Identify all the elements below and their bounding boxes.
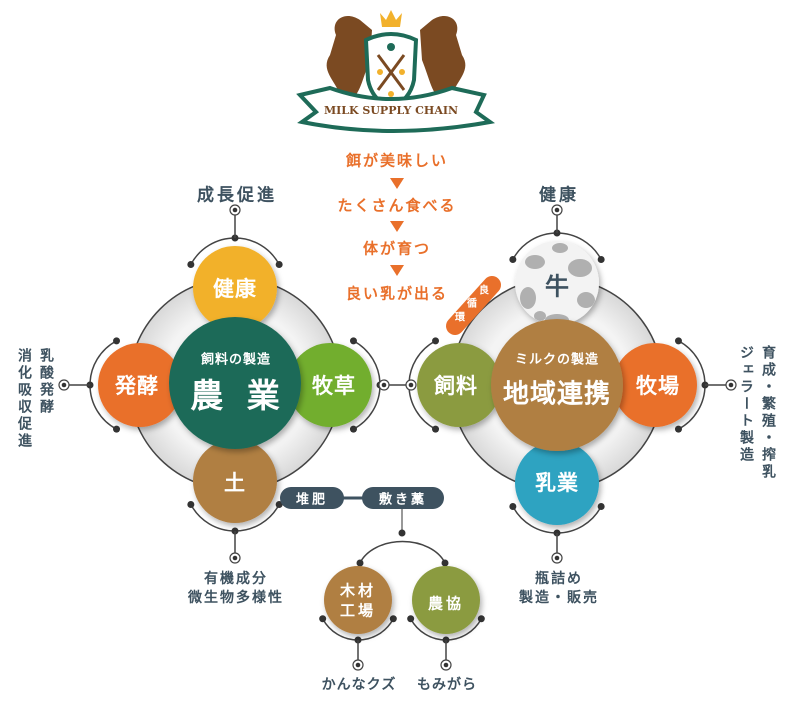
arc-dot (597, 256, 605, 264)
lumber-mill-text-1: 木材 (339, 581, 377, 600)
left-top-label: 成長促進 (197, 185, 277, 206)
cow-circle (515, 241, 599, 325)
marker-dot-icon (408, 382, 414, 388)
right-left-circle (417, 343, 501, 427)
right-side-label-1: 育成・繁殖・搾乳 (760, 345, 776, 481)
lumber-mill-text-2: 工場 (339, 601, 377, 620)
right-right-circle (613, 343, 697, 427)
left-right-circle (288, 343, 372, 427)
arc-dot (113, 425, 121, 433)
marker-dot-icon (355, 662, 361, 668)
arc-dot (674, 337, 682, 345)
pill-compost-label: 堆肥 (295, 492, 329, 508)
logo-ribbon (296, 85, 496, 133)
pill-straw-label: 敷き藁 (378, 492, 428, 508)
arc-dot (275, 261, 283, 269)
left-bull-icon (326, 15, 372, 100)
spatula-icon (376, 54, 406, 91)
left-center-subtitle: 飼料の製造 (200, 352, 272, 368)
marker-dot-icon (61, 382, 67, 388)
flow-step: 良い乳が出る (345, 284, 449, 303)
flow-arrow-icon (390, 178, 404, 189)
flow-arrow-icon (390, 265, 404, 276)
arc-dot (432, 425, 440, 433)
marker-dot-icon (381, 382, 387, 388)
flow-step: 体が育つ (362, 239, 432, 258)
agri-coop-label: もみがら (417, 677, 477, 693)
pill-compost (280, 487, 344, 509)
crown-icon (380, 10, 402, 27)
right-right-text: 牧場 (636, 374, 680, 398)
cow-text: 牛 (545, 272, 569, 301)
cycle-char: 良 (479, 285, 489, 297)
agri-coop-text: 農協 (427, 594, 465, 613)
lumber-mill-circle (324, 566, 392, 634)
arc-dot (349, 337, 357, 345)
flow-arrow-icon (390, 221, 404, 232)
pill-straw (362, 487, 444, 509)
right-side-label-2: ジェラート製造 (738, 345, 754, 464)
left-bottom-label-2: 微生物多様性 (188, 590, 284, 606)
arc-dot (509, 256, 517, 264)
left-top-circle (193, 246, 277, 330)
marker-dot-icon (232, 207, 238, 213)
left-center-title: 農 業 (190, 376, 286, 415)
left-side-label-2: 消化吸収促進 (16, 348, 32, 450)
marker-dot-icon (232, 555, 238, 561)
arc-dot (275, 500, 283, 508)
lumber-mill-label: かんなクズ (321, 677, 397, 693)
agri-coop-circle (412, 566, 480, 634)
right-center-subtitle: ミルクの製造 (514, 352, 600, 368)
right-bottom-text: 乳業 (535, 471, 579, 495)
left-bottom-label-1: 有機成分 (204, 571, 268, 587)
right-top-label: 健康 (539, 185, 579, 206)
right-center-circle (491, 319, 623, 451)
arc-dot (407, 615, 415, 623)
arc-dot (597, 502, 605, 510)
arc-dot (509, 502, 517, 510)
cycle-char: 循 (467, 298, 477, 310)
arc-dot (432, 337, 440, 345)
flow-step: たくさん食べる (337, 196, 457, 215)
milk-supply-chain-logo: MILK SUPPLY CHAIN (296, 10, 496, 133)
arc-dot (674, 425, 682, 433)
right-bull-icon (420, 15, 466, 100)
left-side-label-1: 乳酸発酵 (38, 348, 54, 416)
left-left-text: 発酵 (115, 374, 159, 398)
left-bottom-text: 土 (224, 471, 246, 495)
arc-dot (389, 615, 397, 623)
marker-dot-icon (443, 662, 449, 668)
right-bottom-circle (515, 441, 599, 525)
left-left-circle (98, 343, 182, 427)
arc-dot (319, 615, 327, 623)
arc-dot (349, 425, 357, 433)
marker-dot-icon (554, 207, 560, 213)
right-left-text: 飼料 (434, 374, 478, 398)
right-bottom-label-1: 瓶詰め (535, 571, 583, 587)
right-center-title: 地域連携 (502, 379, 612, 410)
left-bottom-circle (193, 439, 277, 523)
cow-spots-icon (520, 243, 595, 325)
cycle-char: 環 (455, 312, 465, 324)
right-bottom-label-2: 製造・販売 (519, 590, 599, 606)
arc-dot (187, 500, 195, 508)
left-top-text: 健康 (213, 277, 257, 301)
left-right-text: 牧草 (312, 374, 356, 398)
marker-dot-icon (554, 555, 560, 561)
cycle-badge (446, 276, 501, 335)
arc-dot (187, 261, 195, 269)
marker-dot-icon (728, 382, 734, 388)
logo-text: MILK SUPPLY CHAIN (324, 104, 458, 117)
arc-dot (477, 615, 485, 623)
split-arc (359, 540, 446, 564)
left-center-circle (169, 317, 301, 449)
arc-dot (113, 337, 121, 345)
flow-step: 餌が美味しい (345, 151, 449, 170)
